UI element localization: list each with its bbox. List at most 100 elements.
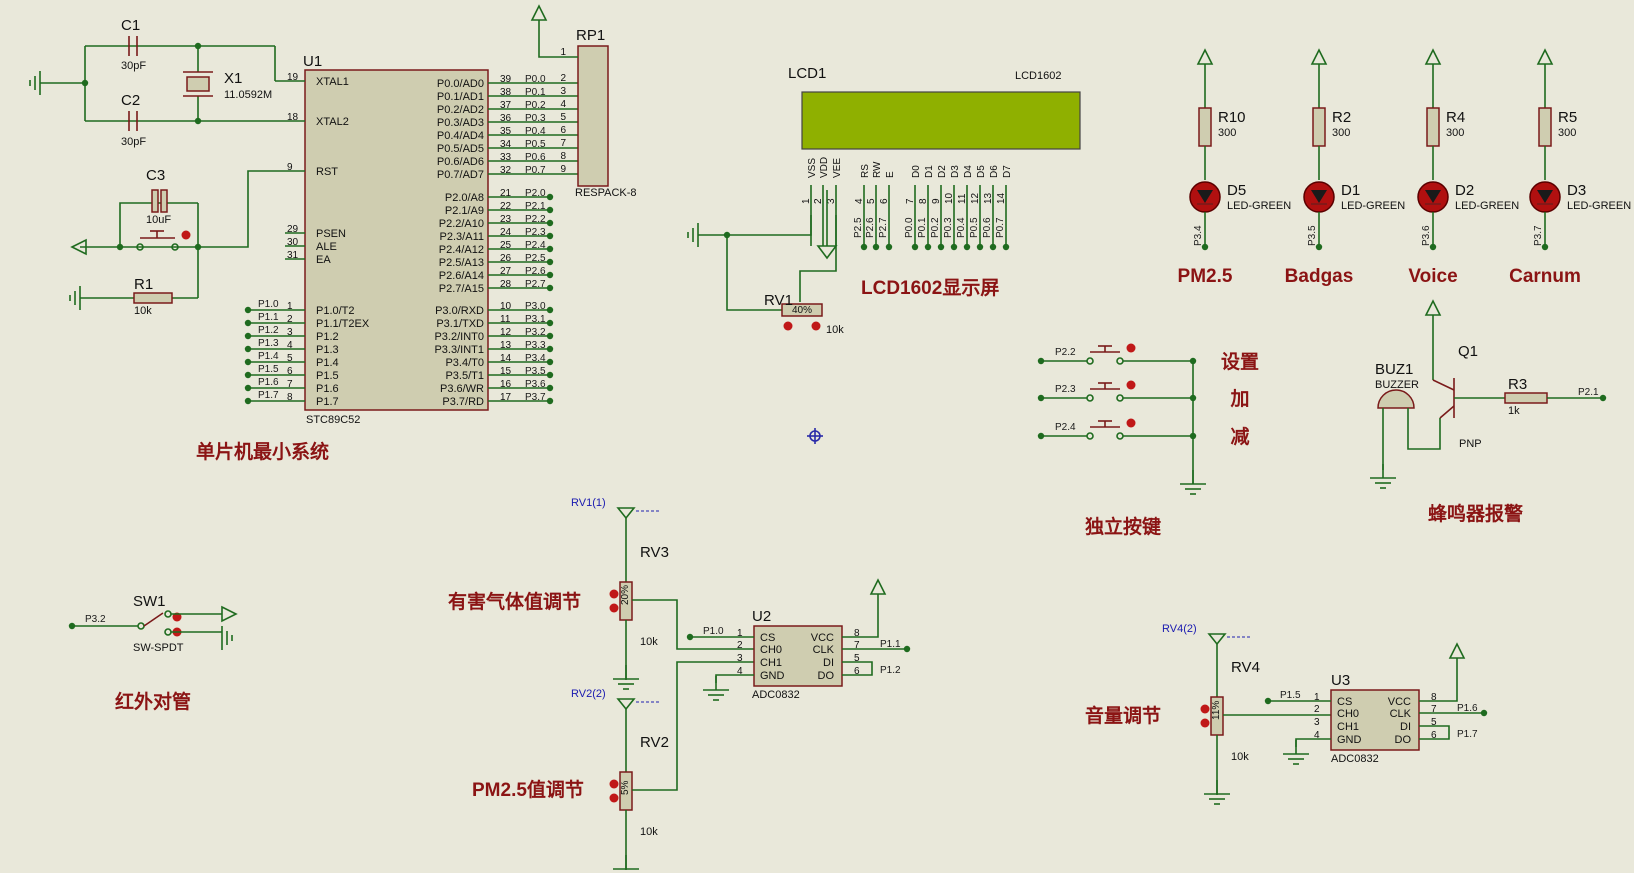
mcu-right-pin-name: P0.7/AD7: [437, 169, 484, 181]
lcd-pin-num: 4: [854, 198, 865, 204]
net-label: P0.1: [525, 87, 546, 98]
mcu-left-pin-name: XTAL1: [316, 76, 349, 88]
junction-dot: [1541, 243, 1549, 251]
title-harmful: 有害气体值调节: [448, 590, 581, 613]
led-res-ref: R4: [1446, 109, 1465, 126]
net-label: P0.3: [943, 217, 954, 238]
rp1-pin-num: 3: [560, 86, 566, 97]
mcu-right-pin-num: 35: [500, 126, 512, 137]
rp1-pin-num: 1: [560, 47, 566, 58]
x1-ref: X1: [224, 70, 242, 87]
ground-icon: [1370, 464, 1396, 489]
net-label: P3.6: [1421, 225, 1432, 246]
junction-dot: [1480, 709, 1488, 717]
net-label: P0.4: [956, 217, 967, 238]
pot-indicator: [609, 793, 619, 803]
rp1-pin-num: 6: [560, 125, 566, 136]
junction-dot: [546, 306, 554, 314]
pot-value: 10k: [640, 636, 658, 648]
mcu-left-pin-name: P1.4: [316, 357, 339, 369]
led-res-value: 300: [1558, 127, 1576, 139]
power-arrow-icon: [1536, 48, 1554, 82]
mcu-left-pin-name: P1.3: [316, 344, 339, 356]
wire: [1419, 725, 1450, 740]
junction-dot: [546, 319, 554, 327]
led-res-ref: R10: [1218, 109, 1246, 126]
title-key: 设置: [1221, 351, 1259, 373]
mcu-right-pin-name: P2.2/A10: [439, 218, 484, 230]
switch-contact: [1086, 357, 1094, 365]
switch-indicator: [181, 230, 191, 240]
net-label: P2.0: [525, 188, 546, 199]
lcd-part: LCD1602: [1015, 70, 1061, 82]
ground-icon: [221, 626, 233, 650]
junction-dot: [244, 371, 252, 379]
c2-ref: C2: [121, 92, 140, 109]
mcu-left-pin-name: PSEN: [316, 228, 346, 240]
junction-dot: [924, 243, 932, 251]
title-mcu: 单片机最小系统: [196, 440, 329, 463]
u2-pin-num: 2: [737, 640, 743, 651]
net-label: P2.5: [853, 217, 864, 238]
lcd-pin-num: 14: [996, 192, 1007, 204]
mcu-right-pin-num: 39: [500, 74, 512, 85]
power-arrow-icon: [1196, 48, 1214, 82]
adc-u3-body: [1330, 689, 1420, 751]
net-label: P3.6: [525, 379, 546, 390]
rp1-part: RESPACK-8: [575, 187, 637, 199]
junction-dot: [546, 232, 554, 240]
mcu-left-pin-name: P1.6: [316, 383, 339, 395]
u2-ref: U2: [752, 608, 771, 625]
wire: [1407, 408, 1441, 450]
u3-pin-num: 5: [1431, 717, 1437, 728]
mcu-right-pin-num: 22: [500, 201, 512, 212]
junction-dot: [546, 193, 554, 201]
probe-label: RV2(2): [571, 688, 606, 700]
led-ref: D1: [1341, 182, 1360, 199]
rp1-pin-num: 9: [560, 164, 566, 175]
power-arrow-icon: [1310, 48, 1328, 82]
mcu-part: STC89C52: [306, 414, 360, 426]
lcd-pin-name: D6: [989, 165, 1000, 178]
mcu-right-pin-num: 23: [500, 214, 512, 225]
lcd-ref: LCD1: [788, 65, 826, 82]
net-label: P2.1: [525, 201, 546, 212]
title-led: Badgas: [1285, 266, 1354, 287]
buzzer-part: BUZZER: [1375, 379, 1419, 391]
led-res-value: 300: [1218, 127, 1236, 139]
resistor-body: [1504, 392, 1548, 404]
mcu-left-pin-name: RST: [316, 166, 338, 178]
net-label: P3.7: [1533, 225, 1544, 246]
power-arrow-icon: [869, 578, 887, 595]
led-ref: D3: [1567, 182, 1586, 199]
ground-icon: [613, 855, 639, 870]
mcu-right-pin-name: P0.6/AD6: [437, 156, 484, 168]
title-ir: 红外对管: [115, 690, 191, 713]
rp1-pin-num: 8: [560, 151, 566, 162]
title-led: Voice: [1408, 266, 1457, 287]
power-arrow-icon: [70, 238, 87, 256]
net-label: P1.1: [880, 639, 901, 650]
net-label: P2.7: [878, 217, 889, 238]
mcu-left-pin-name: P1.7: [316, 396, 339, 408]
net-label: P0.2: [525, 100, 546, 111]
mcu-right-pin-num: 10: [500, 301, 512, 312]
mcu-left-pin-num: 29: [287, 224, 299, 235]
net-label: P0.5: [525, 139, 546, 150]
lcd-pin-num: 12: [970, 192, 981, 204]
power-arrow-icon: [816, 245, 838, 260]
lcd-pin-num: 2: [813, 198, 824, 204]
lcd-pin-name: D0: [911, 165, 922, 178]
resistor-body: [1426, 107, 1440, 147]
net-label: P2.4: [525, 240, 546, 251]
u3-pin-num: 3: [1314, 717, 1320, 728]
net-label: P0.7: [525, 165, 546, 176]
mcu-right-pin-num: 11: [500, 314, 511, 325]
mcu-right-pin-num: 25: [500, 240, 512, 251]
switch-contact: [1116, 357, 1124, 365]
junction-dot: [546, 345, 554, 353]
